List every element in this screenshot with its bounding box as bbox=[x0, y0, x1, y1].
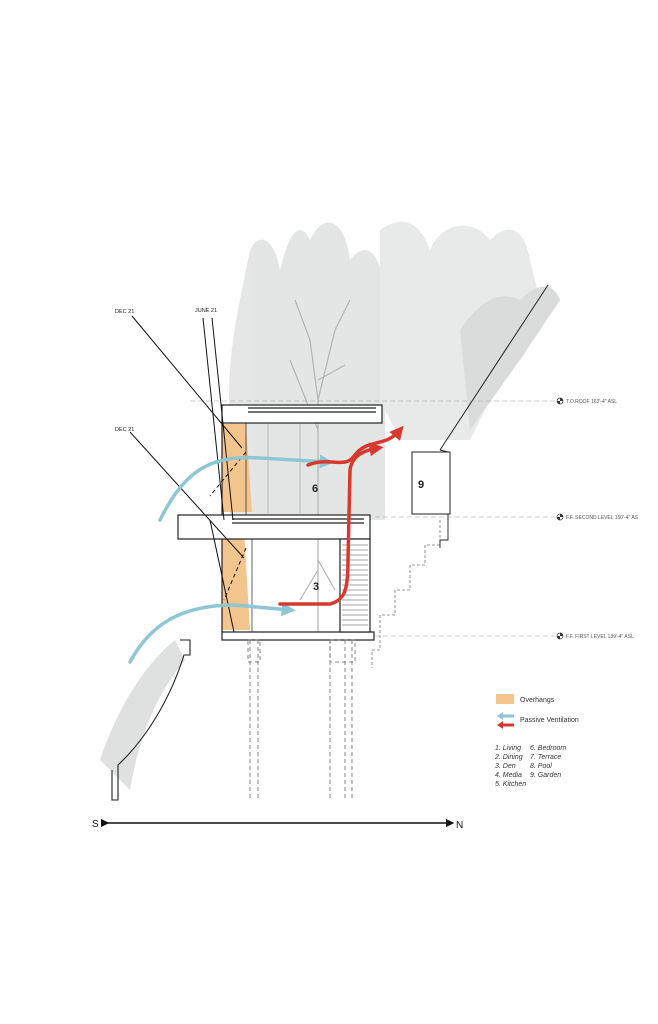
legend-overhang-swatch bbox=[496, 694, 514, 704]
garden-box bbox=[411, 451, 451, 515]
legend-key-4: 4. Media bbox=[495, 772, 522, 779]
legend-ventilation-icon bbox=[497, 712, 514, 729]
dec21-upper-label: DEC 21 bbox=[115, 309, 134, 315]
june21-ray-a bbox=[202, 317, 225, 521]
legend-overhangs-label: Overhangs bbox=[520, 697, 555, 704]
room-9-label: 9 bbox=[418, 479, 424, 491]
june21-ray-b bbox=[211, 317, 234, 521]
legend-key-6: 6. Bedroom bbox=[530, 745, 566, 752]
hot-air-arrows bbox=[278, 425, 404, 606]
june21-label: JUNE 21 bbox=[195, 308, 217, 314]
level-first-label: F.F. FIRST LEVEL 139'-4" ASL bbox=[566, 634, 634, 640]
hillside-south bbox=[111, 639, 191, 801]
vent-lower-arrow bbox=[128, 602, 296, 664]
hot-air-upper-arrow bbox=[306, 425, 404, 467]
dec21-upper-ray bbox=[131, 315, 243, 449]
legend-key-1: 1. Living bbox=[495, 745, 521, 752]
compass-north-label: N bbox=[456, 820, 463, 831]
vent-upper-arrow bbox=[158, 454, 334, 522]
room-3-label: 3 bbox=[313, 581, 319, 593]
room-6-label: 6 bbox=[312, 483, 318, 495]
building-section bbox=[177, 404, 383, 800]
sun-angle-lines bbox=[129, 315, 247, 633]
stair-hatch bbox=[342, 544, 368, 626]
level-datums bbox=[190, 400, 555, 637]
legend-key-7: 7. Terrace bbox=[530, 754, 561, 761]
level-markers bbox=[556, 397, 564, 640]
dec21-lower-label: DEC 21 bbox=[115, 427, 134, 433]
passive-ventilation-arrows bbox=[128, 454, 334, 664]
legend-key-8: 8. Pool bbox=[530, 763, 552, 770]
overhang-shadow-dash-lower bbox=[223, 547, 247, 601]
level-roof-label: T.O.ROOF 163'-4" ASL bbox=[566, 399, 617, 405]
dec21-lower-ray bbox=[129, 431, 245, 559]
legend-key-5: 5. Kitchen bbox=[495, 781, 526, 788]
legend: Overhangs Passive Ventilation 1. Living … bbox=[494, 694, 579, 788]
legend-key-9: 9. Garden bbox=[530, 772, 561, 779]
legend-passive-ventilation-label: Passive Ventilation bbox=[520, 717, 579, 724]
june21-ray-lower bbox=[209, 519, 235, 633]
legend-key-3: 3. Den bbox=[495, 763, 516, 770]
compass-south-label: S bbox=[92, 819, 99, 830]
legend-key-2: 2. Dining bbox=[494, 754, 523, 761]
hot-air-lower-arrow bbox=[278, 442, 384, 606]
level-second-label: F.F. SECOND LEVEL 150'-4" AS bbox=[566, 515, 639, 521]
